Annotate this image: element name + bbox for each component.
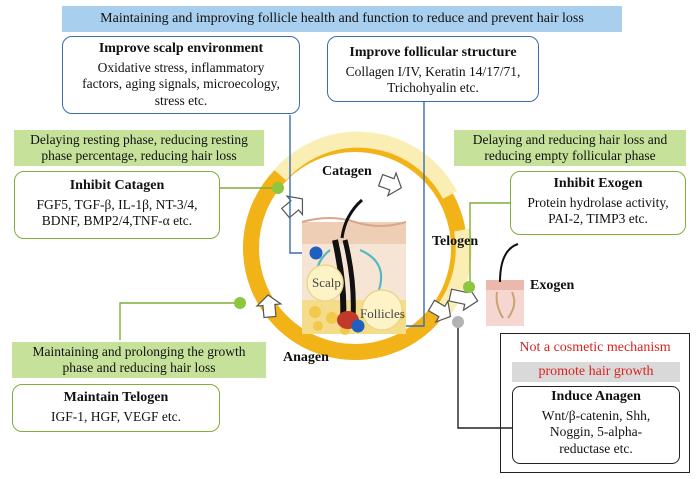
- arrow-anagen-icon: [255, 294, 283, 319]
- connector-exogen: [469, 202, 510, 285]
- inhibit-catagen-line-1: FGF5, TGF-β, IL-1β, NT-3/4,: [36, 196, 198, 212]
- follicles-label: Follicles: [360, 306, 405, 321]
- induce-anagen-line-3: reductase etc.: [559, 440, 633, 456]
- anagen-goal-line-1: Maintaining and prolonging the growth: [32, 344, 246, 359]
- phase-telogen-label: Telogen: [432, 234, 479, 249]
- arrow-telogen-icon: [427, 299, 452, 324]
- connector-anagen: [119, 302, 240, 340]
- phase-catagen-label: Catagen: [322, 164, 372, 179]
- inhibit-catagen-line-2: BDNF, BMP2/4,TNF-α etc.: [41, 213, 193, 228]
- arrow-catagen-icon: [377, 171, 403, 197]
- maintain-telogen-line-1: IGF-1, HGF, VEGF etc.: [51, 408, 181, 424]
- dot-telogen: [463, 281, 475, 293]
- follicular-structure-line-1: Collagen I/IV, Keratin 14/17/71,: [345, 63, 521, 79]
- hair-follicle-illustration: [301, 198, 407, 335]
- exogen-goal-banner: Delaying and reducing hair loss and redu…: [454, 130, 686, 166]
- induce-anagen-title: Induce Anagen: [551, 389, 641, 404]
- inhibit-exogen-title: Inhibit Exogen: [553, 176, 643, 191]
- dot-anagen: [234, 297, 246, 309]
- follicular-structure-box: Improve follicular structure Collagen I/…: [327, 36, 539, 102]
- goal-banner: Maintaining and improving follicle healt…: [62, 6, 622, 32]
- inhibit-exogen-box: Inhibit Exogen Protein hydrolase activit…: [510, 171, 686, 235]
- dot-induce: [452, 316, 464, 328]
- dot-catagen: [272, 182, 284, 194]
- follicular-structure-title: Improve follicular structure: [349, 45, 517, 60]
- maintain-telogen-title: Maintain Telogen: [63, 390, 169, 405]
- dot-follicles: [351, 319, 365, 333]
- scalp-environment-box: Improve scalp environment Oxidative stre…: [62, 36, 300, 114]
- inhibit-catagen-title: Inhibit Catagen: [69, 178, 165, 193]
- scalp-environment-line-1: Oxidative stress, inflammatory: [97, 59, 265, 75]
- connector-induce: [457, 322, 512, 429]
- follicular-structure-line-2: Trichohyalin etc.: [387, 80, 479, 95]
- catagen-goal-banner: Delaying resting phase, reducing resting…: [14, 130, 264, 166]
- induce-anagen-line-1: Wnt/β-catenin, Shh,: [541, 407, 651, 423]
- anagen-goal-line-2: phase and reducing hair loss: [62, 360, 216, 375]
- scalp-label: Scalp: [312, 275, 341, 290]
- arrow-topleft-icon: [280, 195, 304, 219]
- phase-exogen-label: Exogen: [530, 278, 575, 293]
- non-cosmetic-frame: [500, 333, 690, 473]
- scalp-environment-line-2: factors, aging signals, microecology,: [82, 76, 280, 91]
- not-cosmetic-label: Not a cosmetic mechanism: [519, 340, 671, 355]
- inhibit-catagen-box: Inhibit Catagen FGF5, TGF-β, IL-1β, NT-3…: [14, 171, 220, 239]
- phase-anagen-label: Anagen: [283, 350, 329, 365]
- cycle-ring-catagen-segment: [273, 131, 458, 199]
- exogen-goal-line-1: Delaying and reducing hair loss and: [472, 132, 668, 147]
- exogen-goal-line-2: reducing empty follicular phase: [484, 148, 656, 163]
- scalp-environment-line-3: stress etc.: [154, 92, 208, 108]
- exogen-illustration: [486, 243, 524, 326]
- induce-anagen-box: Induce Anagen Wnt/β-catenin, Shh, Noggin…: [512, 386, 680, 464]
- catagen-goal-line-1: Delaying resting phase, reducing resting: [30, 132, 248, 147]
- scalp-environment-title: Improve scalp environment: [98, 41, 264, 56]
- inhibit-exogen-line-2: PAI-2, TIMP3 etc.: [548, 211, 648, 226]
- maintain-telogen-box: Maintain Telogen IGF-1, HGF, VEGF etc.: [12, 384, 220, 432]
- induce-anagen-line-2: Noggin, 5-alpha-: [549, 424, 643, 439]
- catagen-goal-line-2: phase percentage, reducing hair loss: [41, 148, 237, 163]
- promote-growth-label: promote hair growth: [512, 362, 680, 382]
- inhibit-exogen-line-1: Protein hydrolase activity,: [527, 194, 669, 210]
- dot-scalp: [309, 246, 323, 260]
- anagen-goal-banner: Maintaining and prolonging the growth ph…: [12, 342, 266, 378]
